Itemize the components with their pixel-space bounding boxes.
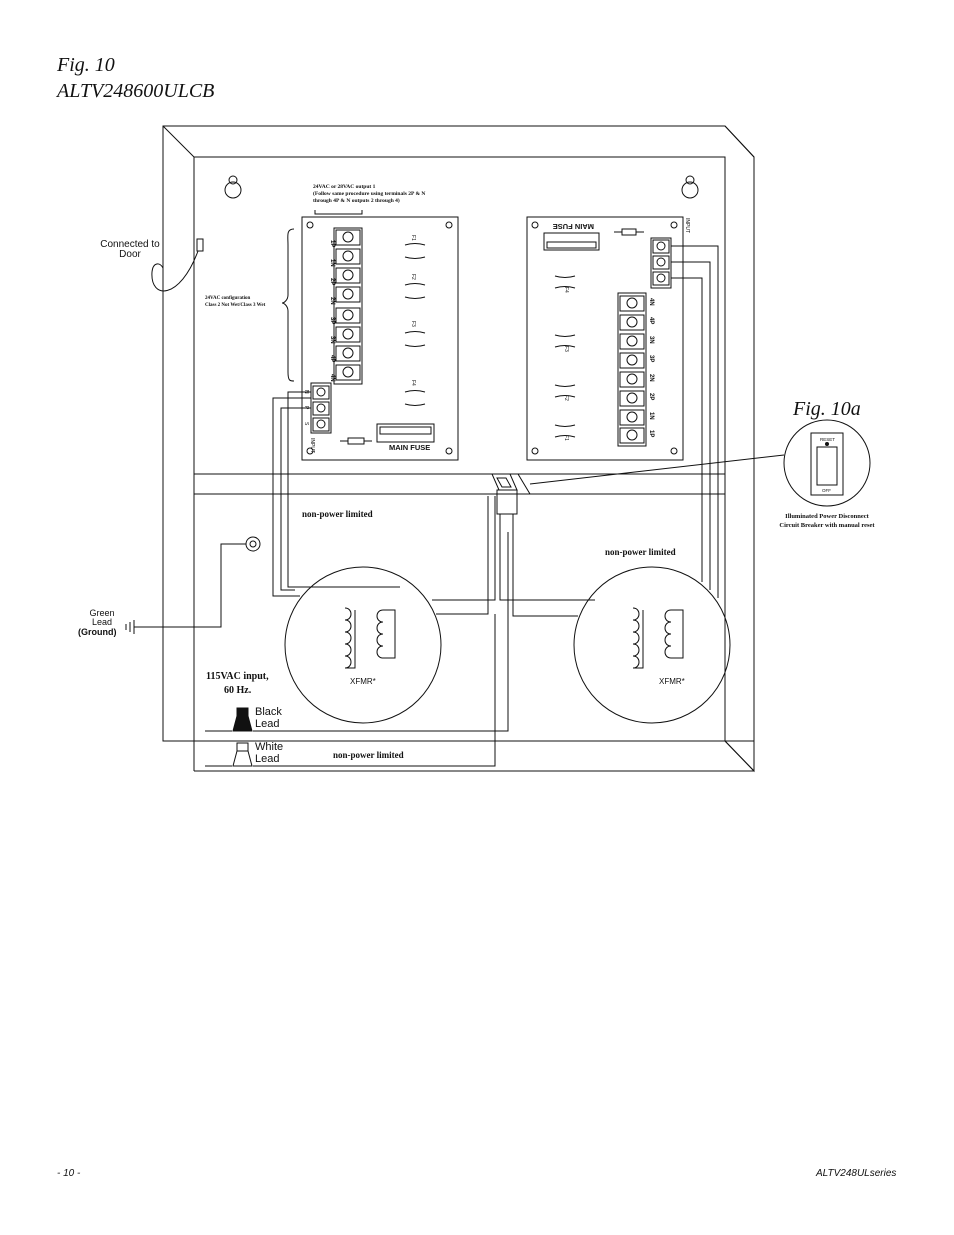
- left-power-board: [301, 216, 459, 461]
- left-fuse-label: F3: [410, 321, 416, 327]
- left-terminal-label: 2N: [329, 297, 335, 305]
- series-name: ALTV248ULseries: [816, 1168, 897, 1179]
- left-main-fuse: [376, 423, 435, 443]
- npl-note-right: non-power limited: [605, 547, 676, 557]
- green-lead-label: Green Lead: [89, 608, 115, 627]
- black-lead-label: Black Lead: [255, 706, 282, 730]
- npl-note-bottom: non-power limited: [333, 750, 404, 760]
- figure-10a-title: Fig. 10a: [793, 398, 861, 420]
- wiring: [205, 245, 719, 767]
- output-note: 24VAC or 28VAC output 1 (Follow same pro…: [313, 184, 513, 205]
- mounting-rail: [193, 473, 531, 495]
- right-terminal-label: 3N: [648, 336, 654, 344]
- model-title: ALTV248600ULCB: [57, 80, 215, 102]
- right-terminal-label: 2P: [648, 393, 654, 400]
- left-fuse-label: F4: [410, 380, 416, 386]
- config-note: 24VAC configuration Class 2 Not Wet/Clas…: [205, 295, 265, 309]
- input-voltage-label: 115VAC input,: [206, 671, 269, 682]
- right-terminal-label: 1P: [648, 430, 654, 437]
- right-fuse-label: F1: [563, 435, 569, 441]
- left-input-label: P: [303, 406, 309, 410]
- enclosure-back: [193, 156, 726, 742]
- right-terminal-label: 4P: [648, 317, 654, 324]
- right-terminal-label: 3P: [648, 355, 654, 362]
- left-terminal-label: 1N: [329, 259, 335, 267]
- left-terminal-label: 4N: [329, 374, 335, 382]
- breaker-caption-line: Circuit Breaker with manual reset: [779, 522, 875, 529]
- breaker-reset-label: RESET: [820, 437, 835, 442]
- config-note-line: 24VAC configuration: [205, 296, 251, 301]
- left-terminal-label: 1P: [329, 240, 335, 247]
- xfmr-left-label: XFMR*: [350, 677, 376, 686]
- transformer-right: [573, 566, 731, 724]
- left-input-label: S: [303, 422, 309, 426]
- left-fuse-clips: [404, 243, 426, 406]
- left-input-label: N: [303, 390, 309, 394]
- input-frequency-label: 60 Hz.: [224, 685, 252, 696]
- xfmr-right-label: XFMR*: [659, 677, 685, 686]
- right-fuse-label: F4: [563, 287, 569, 293]
- right-terminal-label: 2N: [648, 374, 654, 382]
- right-terminal-label: 4N: [648, 298, 654, 306]
- black-lead-connector: [232, 715, 253, 732]
- left-main-fuse-label: MAIN FUSE: [389, 443, 430, 452]
- output-note-line: 24VAC or 28VAC output 1: [313, 184, 376, 190]
- output-note-line: (Follow same procedure using terminals 2…: [313, 191, 426, 197]
- transformer-right-coil: [632, 607, 684, 669]
- figure-title: Fig. 10: [57, 54, 115, 76]
- keyhole-mount-left: [224, 175, 242, 199]
- right-main-fuse: [543, 232, 600, 251]
- left-input-word: INPUT: [309, 438, 315, 453]
- breaker-caption: Illuminated Power Disconnect Circuit Bre…: [757, 512, 897, 530]
- right-power-board: [526, 216, 684, 461]
- transformer-left-coil: [344, 607, 396, 669]
- page-number: - 10 -: [57, 1168, 81, 1179]
- right-main-fuse-label: MAIN FUSE: [553, 222, 594, 231]
- config-note-line: Class 2 Not Wet/Class 3 Wet: [205, 303, 266, 308]
- right-fuse-clips: [554, 275, 576, 438]
- left-terminal-strip: [333, 227, 363, 385]
- left-terminal-label: 3P: [329, 317, 335, 324]
- right-fuse-label: F2: [563, 395, 569, 401]
- breaker-caption-line: Illuminated Power Disconnect: [785, 513, 869, 520]
- right-terminal-label: 1N: [648, 412, 654, 420]
- breaker-detail: [783, 419, 871, 507]
- left-terminal-label: 3N: [329, 336, 335, 344]
- left-terminal-label: 4P: [329, 355, 335, 362]
- transformer-left: [284, 566, 442, 724]
- connected-to-door-label: Connected to Door: [100, 239, 160, 260]
- left-fuse-label: F2: [410, 274, 416, 280]
- left-input-terminal: [310, 382, 332, 434]
- npl-note-top: non-power limited: [302, 509, 373, 519]
- left-terminal-label: 2P: [329, 278, 335, 285]
- right-terminal-strip: [617, 292, 647, 447]
- right-input-terminal: [650, 237, 672, 289]
- breaker-off-label: OFF: [822, 488, 831, 493]
- left-fuse-label: F1: [410, 235, 416, 241]
- circuit-breaker: [491, 473, 518, 532]
- ground-stud: [245, 536, 261, 552]
- white-lead-connector: [232, 750, 253, 767]
- ground-label: (Ground): [78, 627, 117, 637]
- output-note-line: through 4P & N outputs 2 through 4): [313, 198, 400, 204]
- keyhole-mount-right: [681, 175, 699, 199]
- right-input-word: INPUT: [684, 218, 690, 233]
- white-lead-label: White Lead: [255, 741, 284, 765]
- right-fuse-label: F3: [563, 346, 569, 352]
